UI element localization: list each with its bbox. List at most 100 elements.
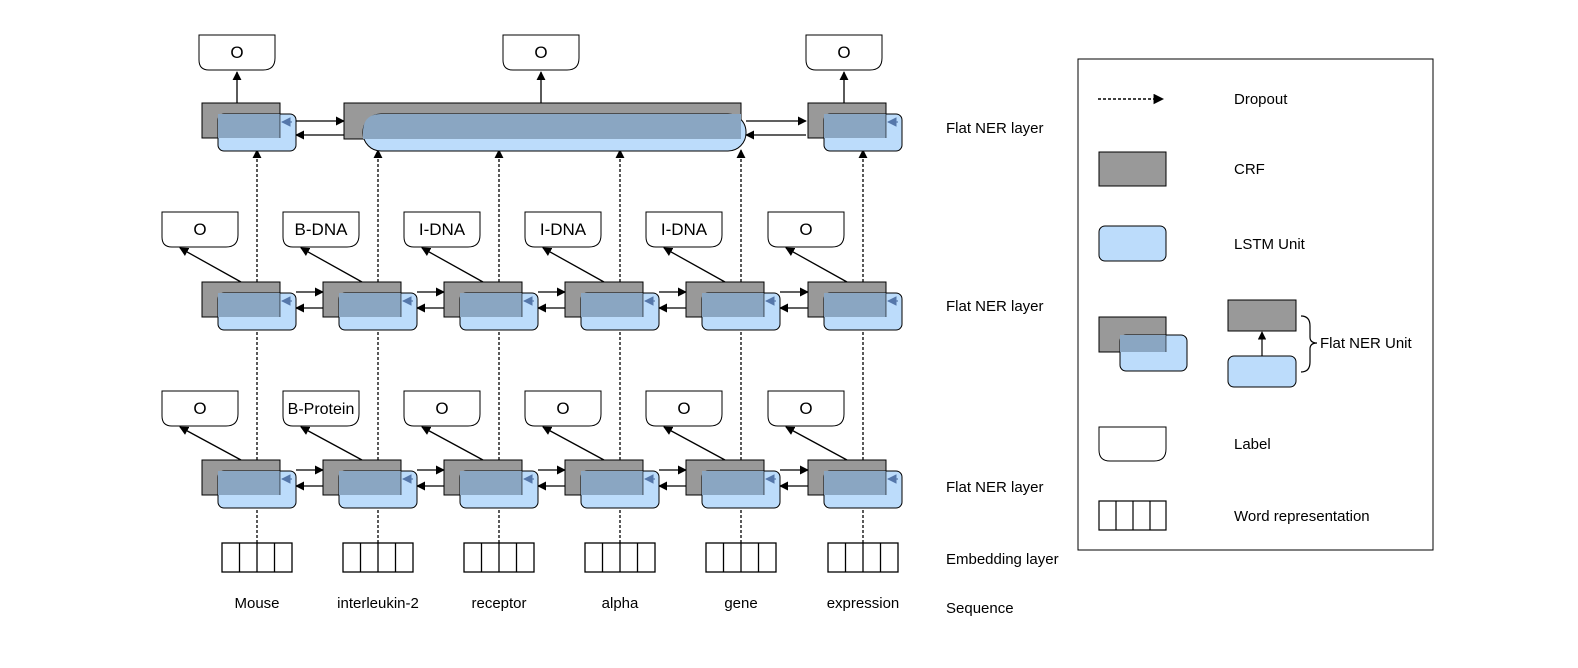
word-representation-box (463, 542, 535, 573)
layer2-label: I-DNA (403, 211, 481, 248)
word-representation-box (827, 542, 899, 573)
layer1-label: O (767, 390, 845, 427)
label-shape (524, 390, 602, 427)
layer1-to-label-arrow (179, 426, 242, 461)
layer3-label: O (805, 34, 883, 71)
layer3-label: O (198, 34, 276, 71)
side-label-layer2: Flat NER layer (946, 298, 1044, 315)
layer1-unit (807, 459, 903, 509)
layer2-unit (807, 281, 903, 331)
label-text: O (193, 399, 206, 418)
layer2-to-label-arrow (179, 247, 242, 283)
crf-lstm-overlap (581, 471, 643, 495)
legend-label-shape (1098, 426, 1167, 462)
embedding-layer (221, 542, 899, 573)
side-label-layer1: Flat NER layer (946, 479, 1044, 496)
sequence-word: alpha (602, 595, 639, 612)
sequence-word: gene (724, 595, 757, 612)
layer2-to-label-arrow (663, 247, 726, 283)
label-shape (645, 390, 723, 427)
crf-lstm-overlap (460, 293, 522, 317)
label-shape (805, 34, 883, 71)
label-shape (161, 211, 239, 248)
label-shape (645, 211, 723, 248)
label-shape (198, 34, 276, 71)
crf-lstm-overlap (702, 471, 764, 495)
layer2-label: O (767, 211, 845, 248)
layer2-unit (564, 281, 660, 331)
label-text: B-DNA (295, 220, 349, 239)
legend-crf-label: CRF (1234, 161, 1265, 178)
layer1-unit (685, 459, 781, 509)
label-shape (282, 390, 360, 427)
crf-lstm-overlap (824, 114, 886, 138)
layer2-to-label-arrow (785, 247, 848, 283)
crf-lstm-overlap (339, 293, 401, 317)
layer2-to-label-arrow (542, 247, 605, 283)
layer1-label: O (403, 390, 481, 427)
legend-unit-overlap (1120, 335, 1166, 352)
crf-lstm-overlap (581, 293, 643, 317)
layer3-label: O (502, 34, 580, 71)
crf-lstm-overlap (702, 293, 764, 317)
side-label-sequence: Sequence (946, 600, 1014, 617)
layer2-to-label-arrow (300, 247, 363, 283)
label-text: I-DNA (540, 220, 587, 239)
word-representation-box (705, 542, 777, 573)
legend-word-rep-label: Word representation (1234, 508, 1370, 525)
layer2-label: I-DNA (645, 211, 723, 248)
layer2-label: O (161, 211, 239, 248)
label-text: O (230, 43, 243, 62)
side-label-layer3: Flat NER layer (946, 120, 1044, 137)
sequence-word: interleukin-2 (337, 595, 419, 612)
sequence-words: Mouse interleukin-2 receptor alpha gene … (234, 595, 899, 612)
side-label-embedding: Embedding layer (946, 551, 1059, 568)
label-shape (524, 211, 602, 248)
label-shape (161, 390, 239, 427)
label-text: I-DNA (661, 220, 708, 239)
legend-word-rep-box (1098, 500, 1167, 531)
label-text: B-Protein (288, 401, 355, 418)
label-text: O (556, 399, 569, 418)
label-shape (767, 211, 845, 248)
crf-lstm-overlap (339, 471, 401, 495)
sequence-word: receptor (471, 595, 526, 612)
legend-stack-crf (1227, 299, 1297, 332)
layer2-unit (685, 281, 781, 331)
layer2-label: I-DNA (524, 211, 602, 248)
label-text: O (534, 43, 547, 62)
legend-stack-lstm (1227, 355, 1297, 388)
sequence-word: Mouse (234, 595, 279, 612)
label-shape (403, 211, 481, 248)
label-text: I-DNA (419, 220, 466, 239)
crf-lstm-overlap (218, 114, 280, 138)
layer3-unit (201, 102, 297, 152)
label-shape (767, 390, 845, 427)
word-representation-box (584, 542, 656, 573)
legend-brace (1300, 315, 1318, 373)
layer3-merged-unit (343, 102, 747, 152)
legend-dropout-label: Dropout (1234, 91, 1288, 108)
merged-overlap (363, 114, 741, 139)
label-text: O (799, 399, 812, 418)
crf-lstm-overlap (824, 293, 886, 317)
layer2-unit (201, 281, 297, 331)
label-shape (403, 390, 481, 427)
crf-lstm-overlap (218, 293, 280, 317)
layer1-label: B-Protein (282, 390, 360, 427)
layer2-label: B-DNA (282, 211, 360, 248)
label-text: O (799, 220, 812, 239)
layer1-label: O (161, 390, 239, 427)
connection-arrows (179, 71, 868, 543)
label-shape (282, 211, 360, 248)
layer1-to-label-arrow (300, 426, 363, 461)
sequence-word: expression (827, 595, 900, 612)
legend: Dropout CRF LSTM Unit Flat NER Unit Labe… (1077, 58, 1434, 551)
layer1-to-label-arrow (542, 426, 605, 461)
crf-lstm-overlap (824, 471, 886, 495)
layer1-unit (443, 459, 539, 509)
layer2-to-label-arrow (421, 247, 484, 283)
flat-ner-units (201, 102, 903, 509)
layer2-unit (443, 281, 539, 331)
